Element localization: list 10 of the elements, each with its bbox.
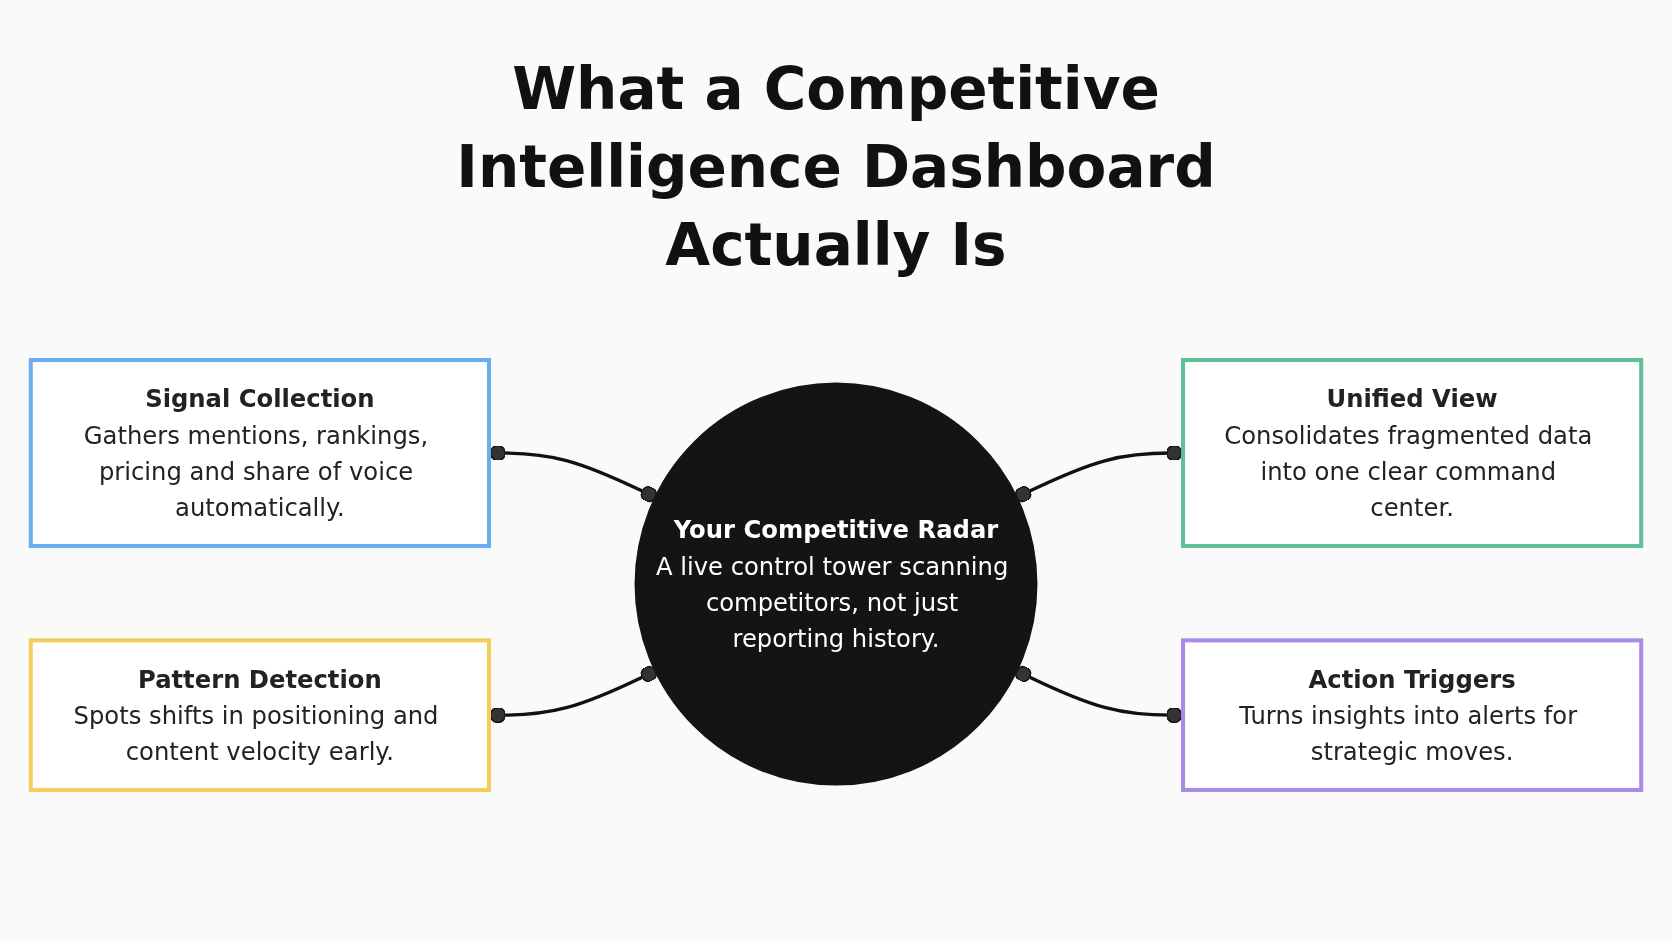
node-box: Action Triggers Turns insights into alerts for strategic moves. bbox=[1181, 638, 1644, 792]
connector bbox=[489, 665, 658, 724]
connector bbox=[489, 444, 658, 503]
connector bbox=[1014, 665, 1183, 724]
node-box: Signal Collection Gathers mentions, rankings, pricing and share of voice automatically. bbox=[28, 358, 491, 549]
node-box: Unified View Consolidates fragmented data into one clear command center. bbox=[1181, 358, 1644, 549]
node-box: Pattern Detection Spots shifts in positioning and content velocity early. bbox=[28, 638, 491, 792]
title: What a Competitive Intelligence Dashboard Actually Is bbox=[455, 54, 1217, 281]
node-circle: Your Competitive Radar A live control tower scanning competitors, not just reporting history. bbox=[634, 382, 1038, 786]
connector bbox=[1014, 444, 1183, 503]
